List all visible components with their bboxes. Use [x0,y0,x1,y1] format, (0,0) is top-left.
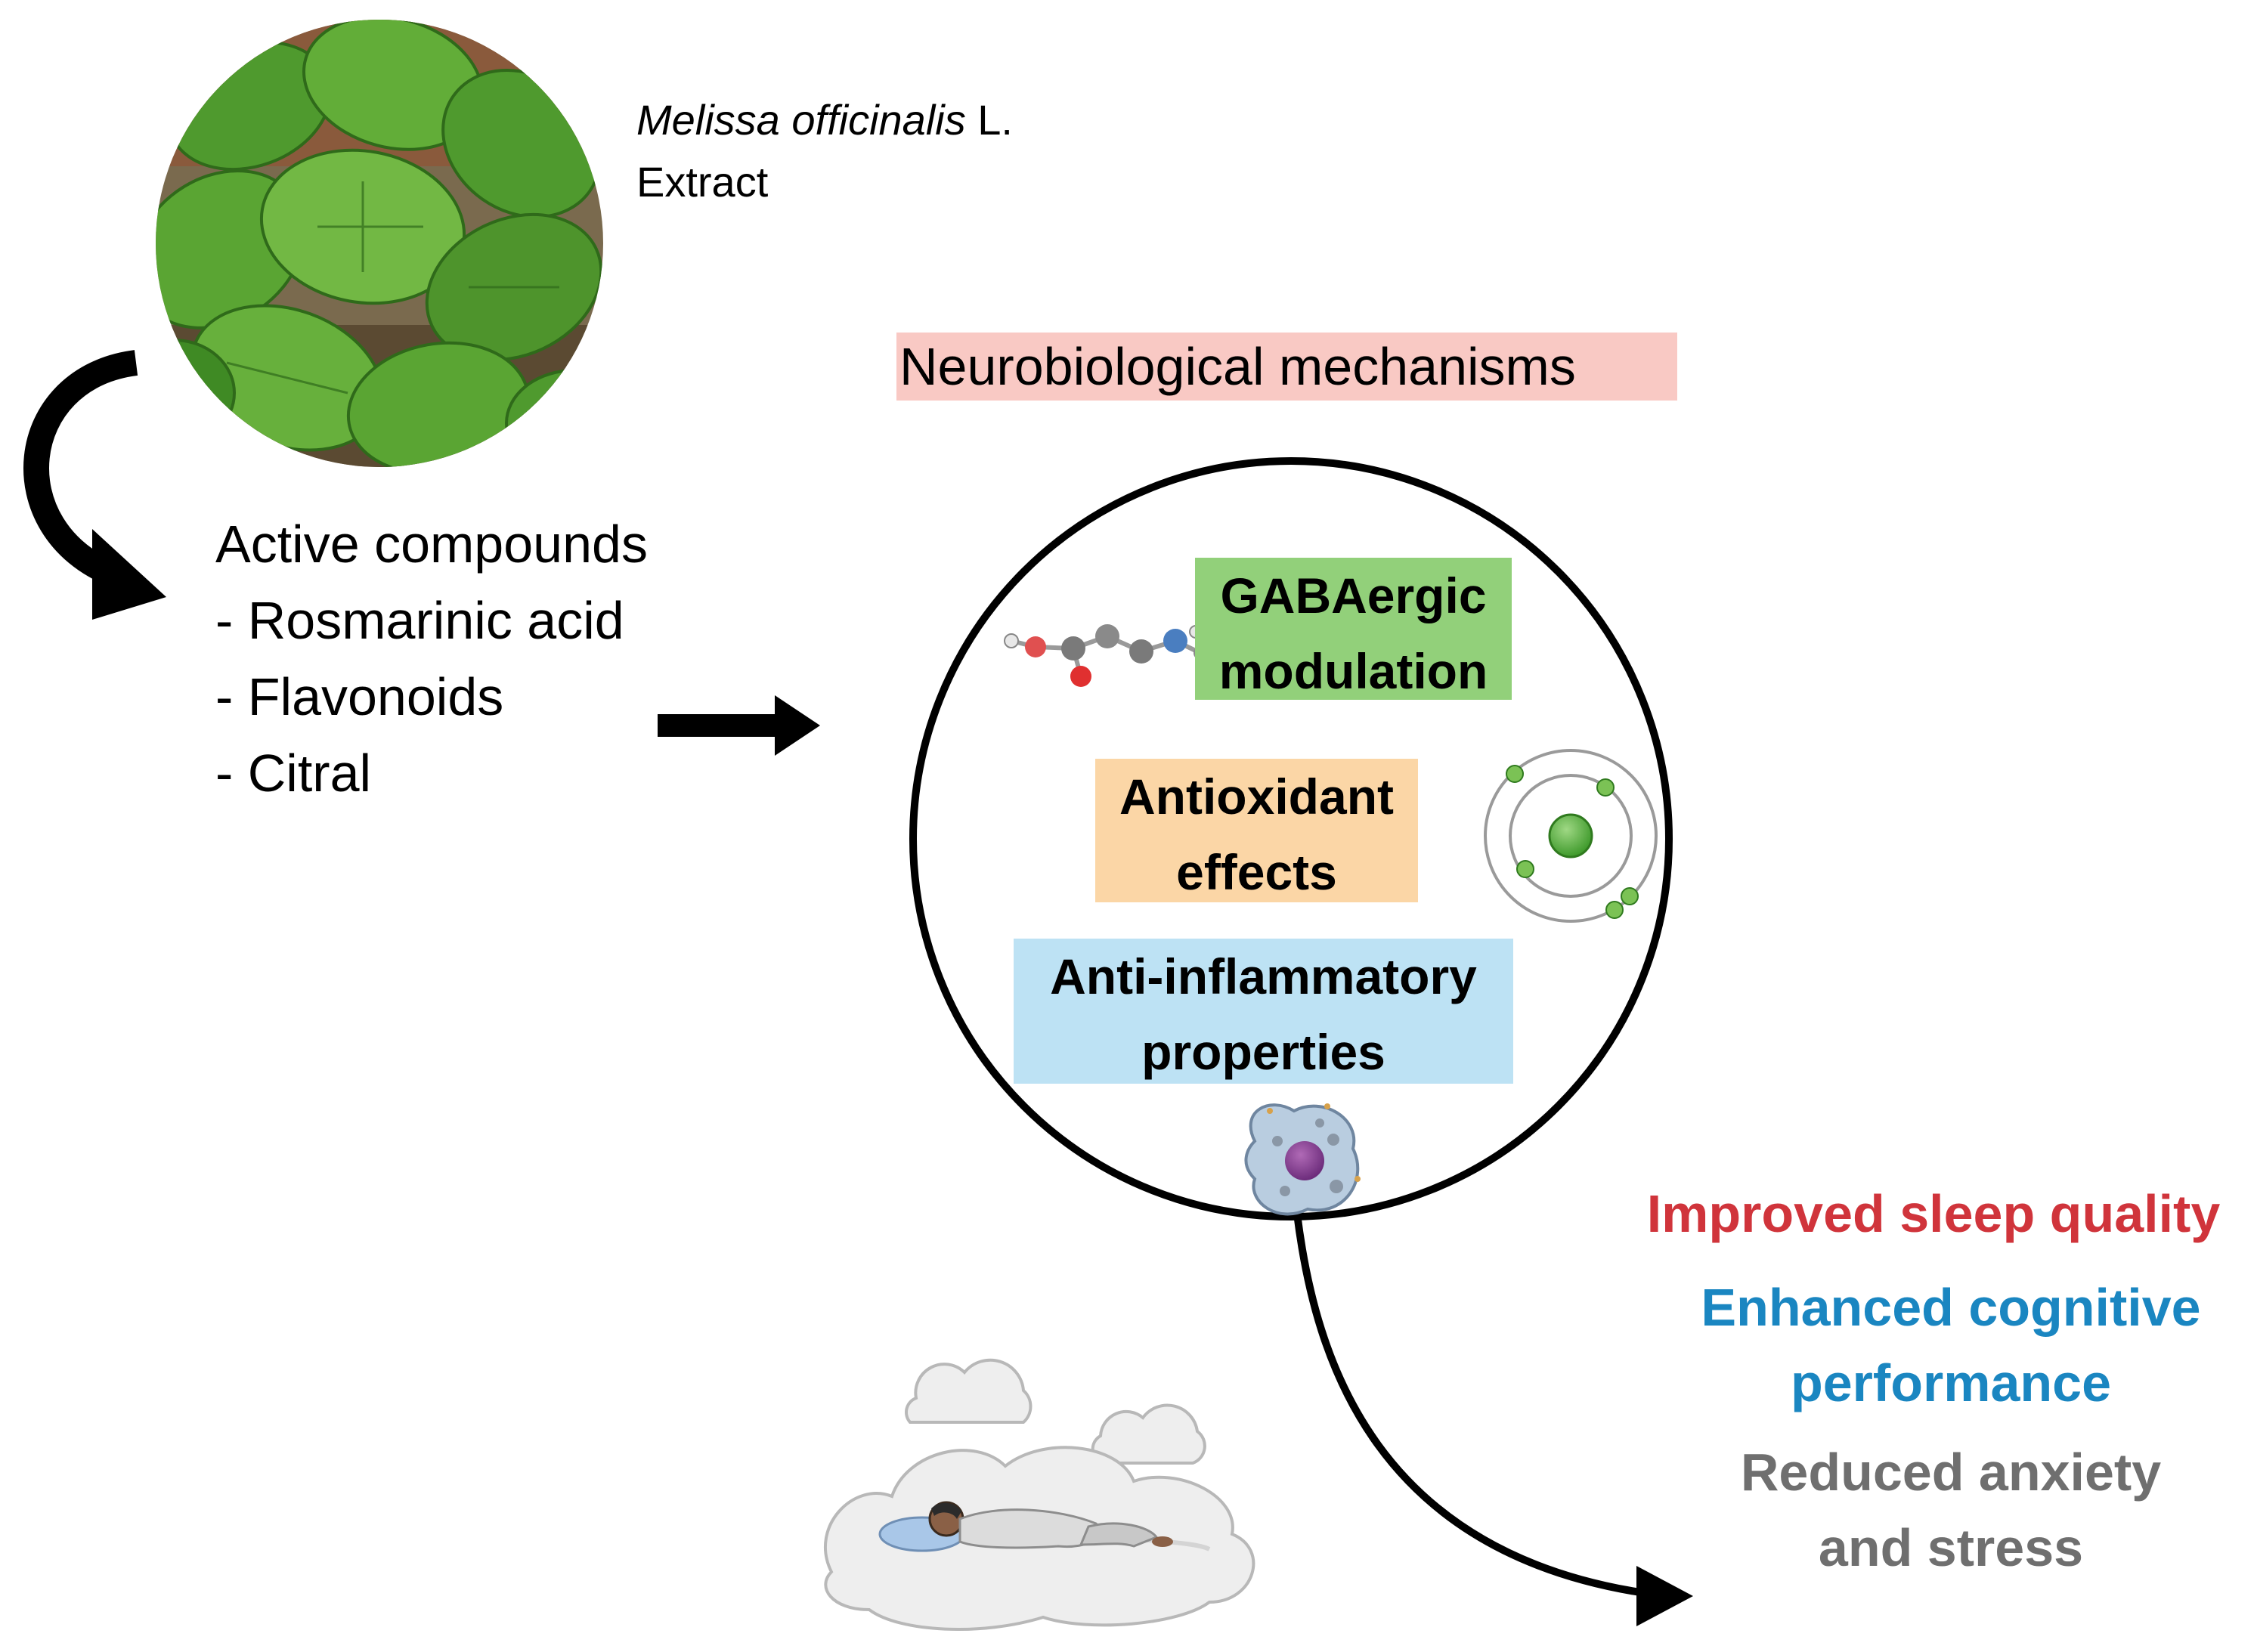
outcome-sleep: Improved sleep quality [1646,1184,2221,1243]
sleeping-person-icon [824,1358,1255,1632]
outcome-anxiety-line: and stress [1818,1518,2084,1577]
mechanism-circle [909,457,1673,1220]
compounds-heading: Active compounds [215,515,648,574]
anti-inflammatory-label-line: properties [1141,1024,1385,1080]
gaba-label-line: modulation [1218,643,1488,699]
immune-cell-icon [1244,1103,1361,1216]
antioxidant-label-line: effects [1176,844,1337,900]
atom-icon [1484,749,1658,923]
mechanisms-title: Neurobiological mechanisms [896,333,1677,401]
right-arrow-icon [658,695,820,756]
plant-authority: L. [977,96,1013,144]
outcome-arrow-icon [1293,1213,1693,1626]
compound-item: - Citral [215,744,372,803]
plant-extract-label: Extract [636,158,769,206]
outcome-anxiety: Reduced anxiety and stress [1652,1434,2249,1585]
plant-title: Melissa officinalis L. Extract [636,89,1013,213]
compound-item: - Rosmarinic acid [215,591,624,650]
melissa-leaf-photo [156,20,603,467]
gaba-label-line: GABAergic [1220,568,1487,623]
curved-arrow-icon [23,350,166,620]
outcome-anxiety-line: Reduced anxiety [1740,1443,2162,1502]
antioxidant-label: Antioxidant effects [1095,759,1418,902]
gaba-molecule-icon [1004,624,1207,687]
plant-name: Melissa officinalis [636,96,966,144]
anti-inflammatory-label: Anti-inflammatory properties [1014,939,1513,1084]
active-compounds-list: Active compounds - Rosmarinic acid - Fla… [215,506,648,812]
outcome-cognitive-line: performance [1790,1353,2112,1412]
antioxidant-label-line: Antioxidant [1119,769,1394,824]
compound-item: - Flavonoids [215,667,504,726]
gaba-label: GABAergic modulation [1195,558,1512,700]
outcome-cognitive-line: Enhanced cognitive [1701,1278,2201,1337]
outcome-cognitive: Enhanced cognitive performance [1652,1270,2249,1421]
anti-inflammatory-label-line: Anti-inflammatory [1050,948,1477,1004]
